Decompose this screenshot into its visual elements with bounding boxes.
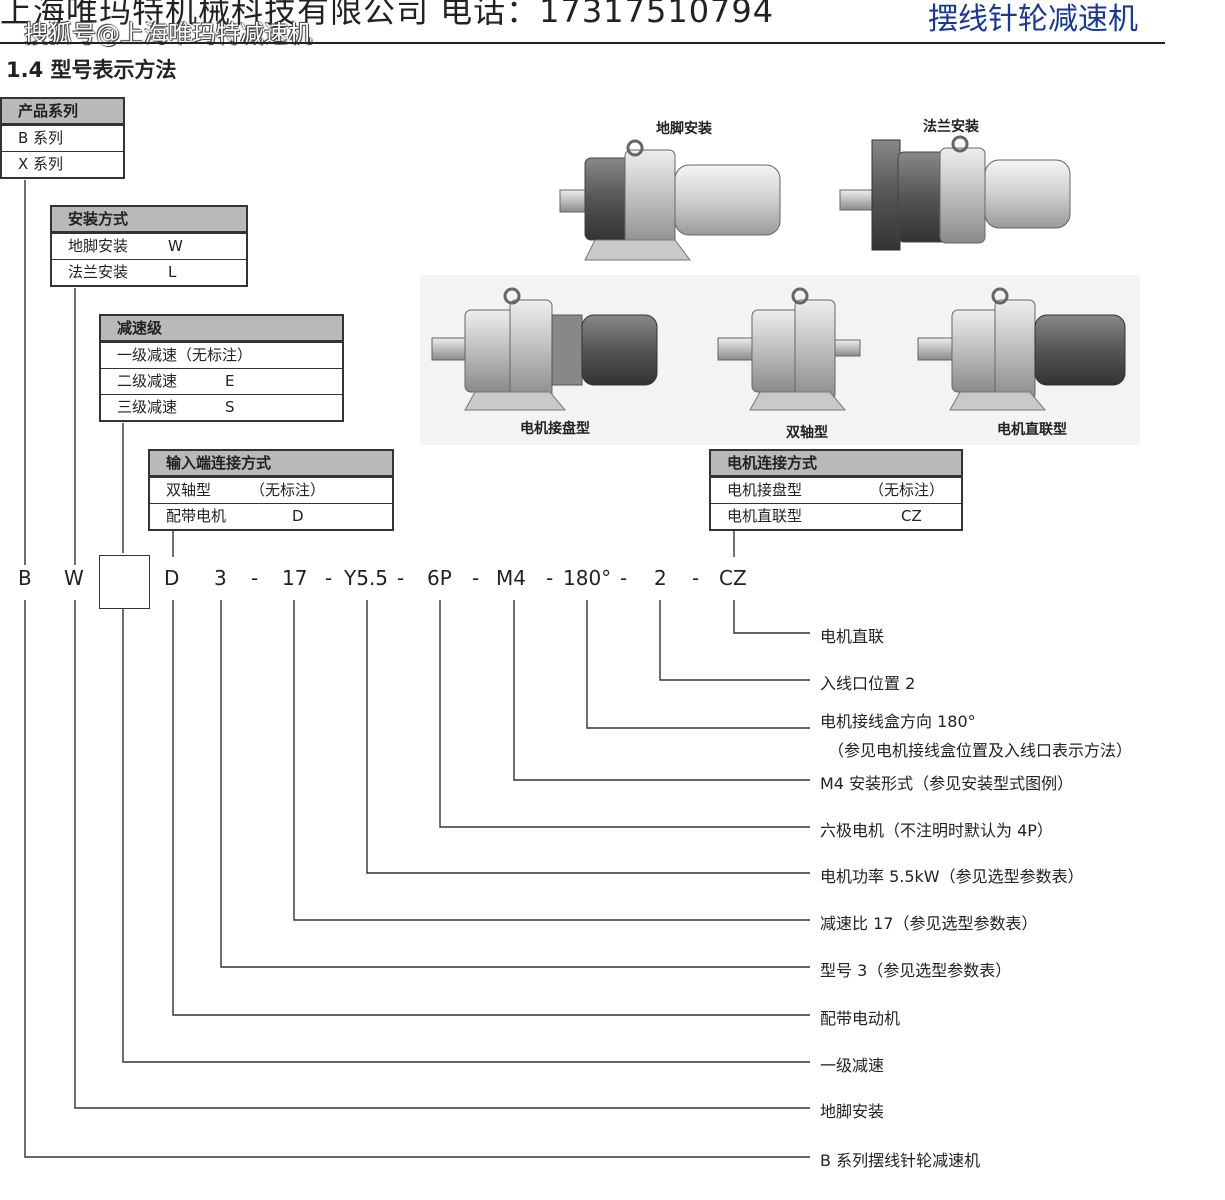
- code-ratio: 17: [282, 566, 308, 590]
- code-box-direction: 180°: [563, 566, 612, 590]
- foot-mounted-reducer: [559, 139, 781, 261]
- code-dash: -: [620, 566, 628, 590]
- company-header: 上海唯玛特机械科技有限公司 电话：17317510794: [0, 0, 775, 30]
- explanation-note: （参见电机接线盒位置及入线口表示方法）: [828, 741, 1133, 760]
- photo-label-direct: 电机直联型: [997, 422, 1067, 438]
- code-dash: -: [397, 566, 405, 590]
- explanation-item: 电机接线盒方向 180°: [820, 712, 976, 731]
- explanation-item: 减速比 17（参见选型参数表）: [820, 914, 1038, 933]
- direct-coupled-reducer: [917, 287, 1126, 411]
- explanation-item: 型号 3（参见选型参数表）: [820, 961, 1012, 980]
- section-title: 1.4 型号表示方法: [6, 58, 177, 82]
- code-inlet: 2: [654, 566, 667, 590]
- explanation-item: 地脚安装: [820, 1102, 885, 1121]
- explanation-item: 配带电动机: [820, 1009, 901, 1028]
- motor-connection-title: 电机连接方式: [711, 451, 961, 477]
- table-row: X 系列: [2, 151, 123, 177]
- product-series-table: 产品系列 B 系列 X 系列: [0, 97, 125, 179]
- photo-label-motor-plate: 电机接盘型: [520, 421, 590, 437]
- table-row: 电机接盘型（无标注）: [711, 477, 961, 503]
- table-row: B 系列: [2, 125, 123, 151]
- code-dash: -: [325, 566, 333, 590]
- explanation-item: 电机直联: [820, 627, 885, 646]
- photo-label-dual-shaft: 双轴型: [786, 425, 828, 441]
- code-dash: -: [546, 566, 554, 590]
- explanation-item: 入线口位置 2: [820, 674, 916, 693]
- explanation-item: 一级减速: [820, 1056, 885, 1075]
- code-coupling: CZ: [719, 566, 747, 590]
- explanation-item: 六极电机（不注明时默认为 4P）: [820, 821, 1053, 840]
- product-title: 摆线针轮减速机: [928, 2, 1138, 37]
- motor-plate-reducer: [431, 287, 658, 411]
- code-power: Y5.5: [344, 566, 389, 590]
- explanation-item: M4 安装形式（参见安装型式图例）: [820, 774, 1074, 793]
- reduction-stage-blank: [99, 555, 150, 609]
- input-title: 输入端连接方式: [150, 451, 392, 477]
- code-series: B: [18, 566, 32, 590]
- code-mount-form: M4: [496, 566, 526, 590]
- code-dash: -: [692, 566, 700, 590]
- code-input: D: [164, 566, 180, 590]
- code-dash: -: [472, 566, 480, 590]
- photo-label-foot: 地脚安装: [656, 121, 712, 137]
- dual-shaft-reducer: [717, 287, 861, 411]
- code-mounting: W: [64, 566, 84, 590]
- code-dash: -: [251, 566, 259, 590]
- photo-label-flange: 法兰安装: [923, 119, 979, 135]
- header-rule: [0, 42, 1165, 44]
- code-poles: 6P: [427, 566, 452, 590]
- flange-mounted-reducer: [839, 135, 1071, 251]
- reduction-title: 减速级: [101, 316, 342, 342]
- code-size: 3: [214, 566, 227, 590]
- table-row: 双轴型（无标注）: [150, 477, 392, 503]
- explanation-item: 电机功率 5.5kW（参见选型参数表）: [820, 867, 1084, 886]
- reducer-photos: [420, 135, 1140, 445]
- explanation-item: B 系列摆线针轮减速机: [820, 1151, 981, 1170]
- product-series-title: 产品系列: [2, 99, 123, 125]
- mounting-title: 安装方式: [52, 207, 246, 233]
- table-row: 一级减速（无标注）: [101, 342, 342, 368]
